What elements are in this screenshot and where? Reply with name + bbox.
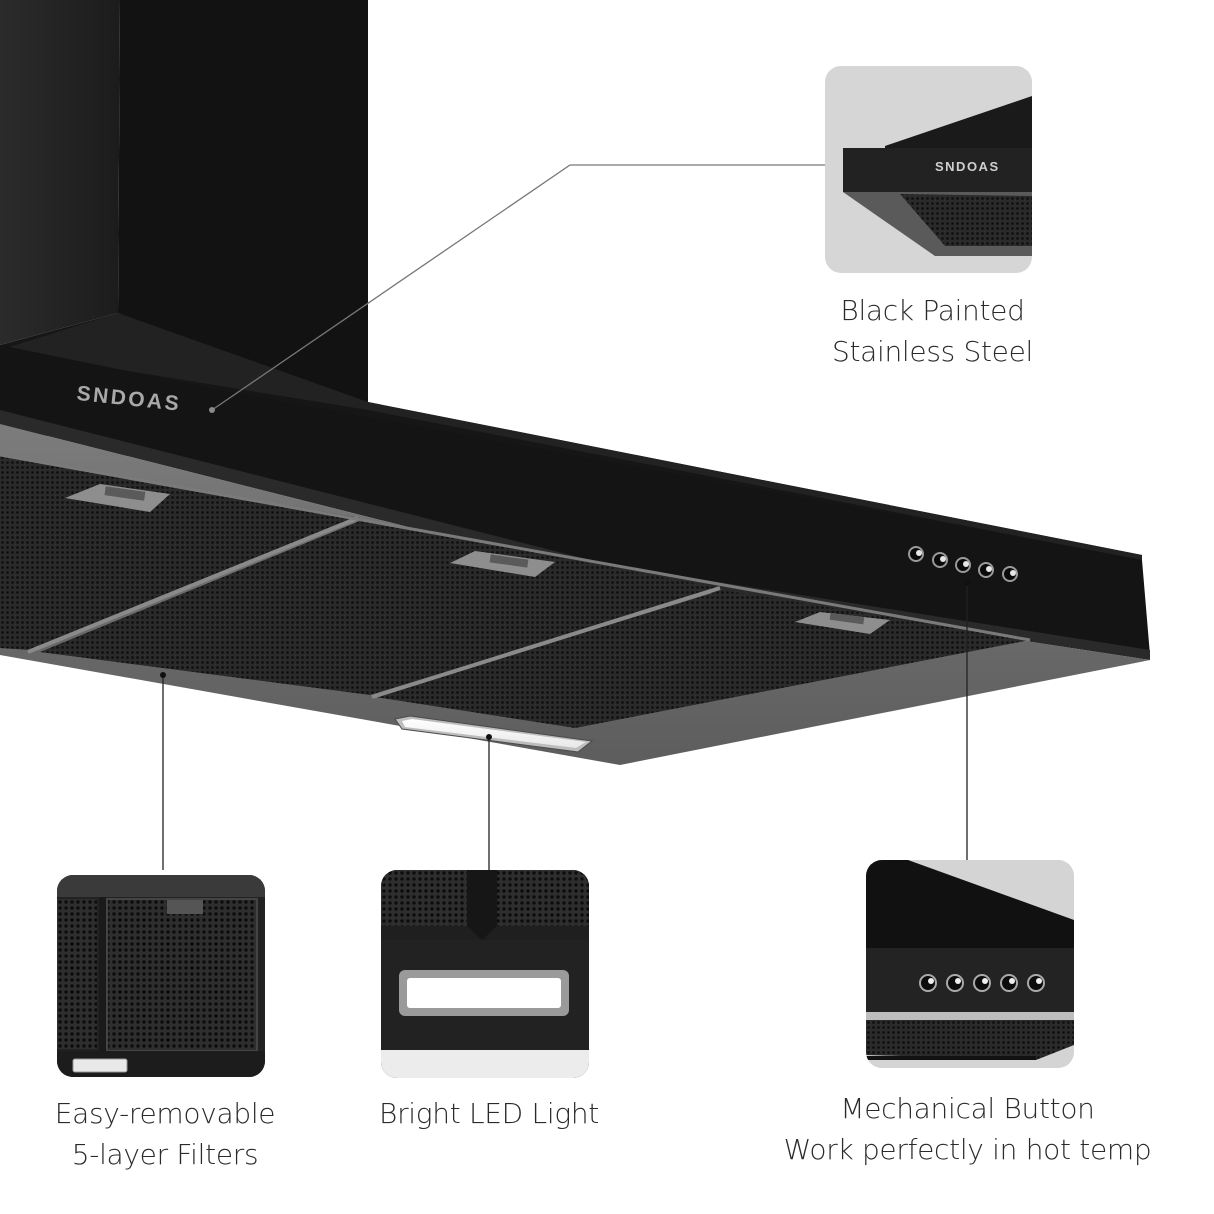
connector-finish [211, 164, 825, 411]
caption-filters-line2: 5-layer Filters [71, 1138, 259, 1171]
thumb-buttons [866, 860, 1074, 1068]
canopy [0, 313, 1150, 660]
caption-filters-line1: Easy-removable [54, 1097, 276, 1130]
callout-connectors [160, 164, 970, 870]
caption-buttons: Mechanical Button Work perfectly in hot … [780, 1088, 1155, 1170]
caption-led-line1: Bright LED Light [379, 1097, 599, 1130]
thumb-finish-brand: SNDOAS [935, 159, 1000, 174]
thumb-led [381, 870, 589, 1078]
led-light[interactable] [394, 715, 594, 753]
grease-filters [0, 453, 1031, 728]
caption-finish-line2: Stainless Steel [831, 335, 1033, 368]
thumb-finish: SNDOAS [825, 66, 1032, 273]
caption-finish: Black Painted Stainless Steel [800, 290, 1065, 372]
caption-buttons-line2: Work perfectly in hot temp [783, 1133, 1152, 1166]
caption-buttons-line1: Mechanical Button [840, 1092, 1095, 1125]
caption-finish-line1: Black Painted [840, 294, 1025, 327]
caption-led: Bright LED Light [360, 1093, 618, 1134]
control-buttons[interactable] [908, 546, 1018, 582]
thumb-filters [57, 875, 265, 1077]
chimney [0, 0, 368, 402]
thumb-buttons-row [919, 974, 1045, 992]
caption-filters: Easy-removable 5-layer Filters [40, 1093, 290, 1175]
